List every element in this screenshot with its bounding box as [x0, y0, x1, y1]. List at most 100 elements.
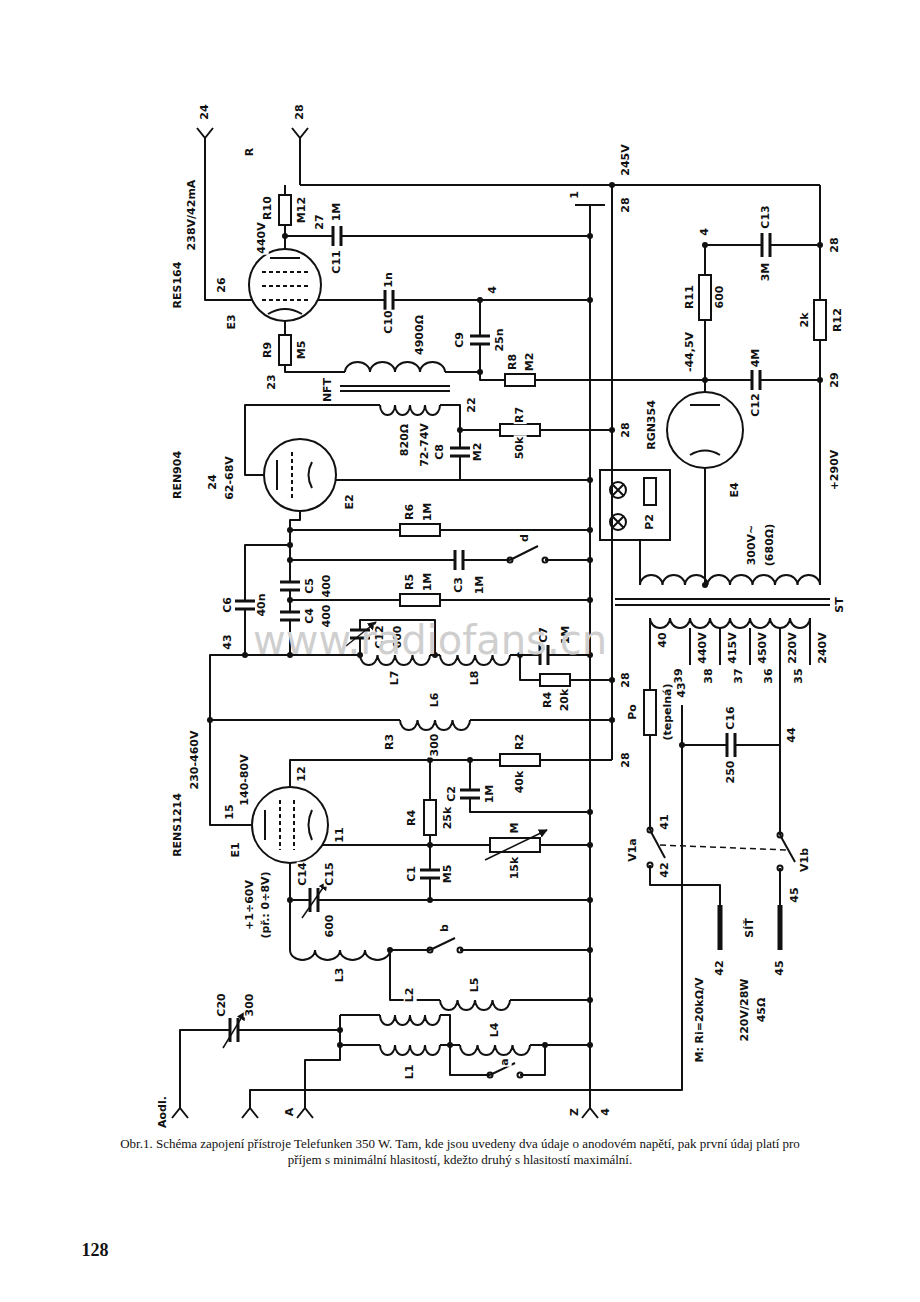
coil-symbol [345, 362, 445, 372]
component-label: C16 [725, 705, 738, 730]
wire [180, 138, 820, 1108]
component-label: (př.: 0÷8V) [260, 870, 273, 939]
component-label: R4 [406, 809, 419, 827]
component-label: 300V~ [746, 524, 759, 567]
component-label: L4 [489, 1022, 502, 1039]
junction-dot [337, 1027, 343, 1033]
junction-dot [387, 947, 393, 953]
component-label: NFT [322, 377, 335, 403]
component-label: R3 [384, 733, 397, 751]
coil-symbol [380, 1015, 440, 1025]
coil-symbol [650, 618, 810, 628]
resistor-symbol [500, 754, 540, 766]
component-label: 250 [725, 760, 738, 785]
component-label: (tepelná) [662, 682, 675, 741]
transformer-core [340, 386, 830, 605]
component-label: 15k [509, 856, 522, 881]
component-label: 400 [321, 574, 334, 599]
component-label: L2 [404, 987, 417, 1004]
resistor-symbol [505, 374, 535, 386]
switch-symbol [648, 863, 653, 868]
coil-symbol [380, 1045, 440, 1055]
switch-symbol [428, 948, 433, 953]
junction-dot [542, 1042, 548, 1048]
component-label: 40n [256, 592, 269, 617]
junction-dot [679, 742, 685, 748]
component-label: R12 [832, 307, 845, 333]
junction-dot [587, 997, 593, 1003]
component-label: M [509, 822, 522, 835]
component-label: C9 [454, 331, 467, 349]
junction-dot [337, 1042, 343, 1048]
component-label: M5 [442, 864, 455, 885]
component-label: 50k [514, 436, 527, 461]
tube-symbol [667, 392, 743, 468]
component-label: b [439, 923, 452, 933]
junction-dot [587, 947, 593, 953]
resistor-symbol [424, 800, 436, 835]
component-label: 28 [620, 751, 633, 768]
junction-dot [587, 527, 593, 533]
component-label: 36 [763, 667, 776, 684]
component-label: Po [627, 703, 640, 721]
tube-symbol [252, 787, 328, 863]
switch-symbol [488, 1073, 493, 1078]
component-label: C8 [434, 443, 447, 461]
switch-symbol [778, 833, 783, 838]
component-label: 28 [294, 103, 307, 120]
capacitor-symbol [230, 226, 770, 1042]
junction-dot [427, 897, 433, 903]
capacitor-symbol [230, 226, 770, 1042]
switch-symbol [778, 866, 783, 871]
component-label: Aodl. [157, 1095, 170, 1129]
figure-caption: Obr.1. Schéma zapojení přístroje Telefun… [105, 1136, 815, 1168]
component-label: 1M [474, 575, 487, 596]
component-label: 26 [216, 276, 229, 293]
component-label: M12 [296, 196, 309, 224]
junction-dot [287, 557, 293, 563]
switch-symbol [543, 558, 548, 563]
junction-dot [817, 377, 823, 383]
junction-dot [587, 809, 593, 815]
junction-dot [587, 897, 593, 903]
component-label: 245V [620, 143, 633, 176]
component-label: 38 [703, 667, 716, 684]
component-label: 37 [733, 667, 746, 684]
junction-dot [817, 242, 823, 248]
component-label: C20 [216, 992, 229, 1017]
component-label: C3 [453, 576, 466, 594]
junction-dot [207, 717, 213, 723]
component-label: E4 [729, 481, 742, 498]
component-label: 44 [786, 726, 799, 743]
tube-symbol [262, 272, 308, 850]
component-label: 140-80V [239, 753, 252, 806]
junction-dot [477, 297, 483, 303]
junction-dot [702, 242, 708, 248]
junction-dot [587, 557, 593, 563]
component-label: 4900Ω [414, 314, 427, 356]
component-label: 600 [324, 914, 337, 939]
junction-dot [702, 582, 708, 588]
junction-dot [609, 677, 615, 683]
component-label: 3M [760, 262, 773, 283]
component-label: 28 [620, 671, 633, 688]
component-label: 220V/28W [739, 978, 752, 1043]
component-label: M2 [524, 352, 537, 373]
component-label: a [499, 1057, 512, 1066]
tube-symbol [249, 249, 743, 863]
coil-symbol [640, 575, 820, 585]
component-label: V1b [799, 847, 812, 873]
lamp-symbol [600, 470, 670, 540]
component-label: 27 [314, 213, 327, 230]
component-label: R5 [404, 573, 417, 591]
component-label: 600 [714, 285, 727, 310]
component-label: 72-74V [419, 422, 432, 468]
component-label: 45Ω [756, 997, 769, 1024]
junction-dot [609, 182, 615, 188]
component-label: 25k [442, 806, 455, 831]
component-label: 1M [484, 784, 497, 805]
component-label: 820Ω [399, 423, 412, 457]
component-label: 29 [829, 371, 842, 388]
switch-symbol [660, 845, 787, 850]
